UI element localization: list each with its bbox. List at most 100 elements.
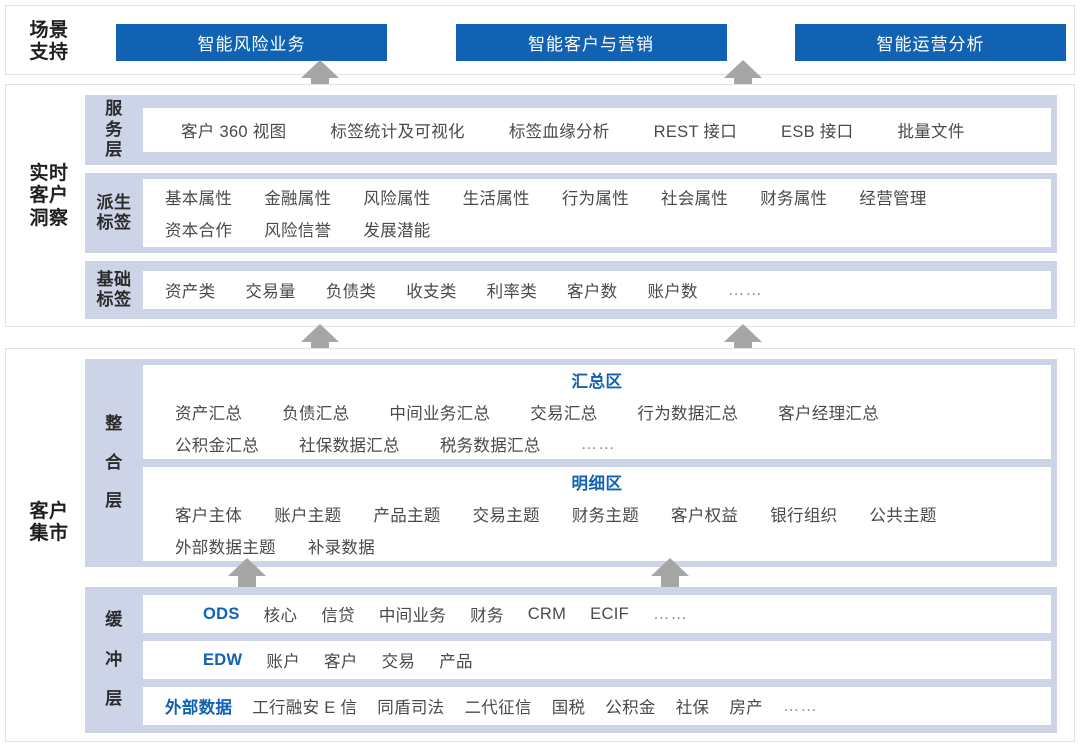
integration-layer-body: 汇总区 资产汇总 负债汇总 中间业务汇总 交易汇总 行为数据汇总 客户经理汇总 … [143, 359, 1057, 567]
derived-item-0[interactable]: 基本属性 [165, 190, 233, 208]
derived-tags-label: 派生 标签 [85, 173, 143, 253]
basic-item-4[interactable]: 利率类 [486, 283, 538, 301]
basic-tags-label-line-1: 基础 [96, 269, 132, 289]
service-item-2[interactable]: 标签血缘分析 [508, 123, 610, 141]
buffer-layer-body: ODS 核心 信贷 中间业务 财务 CRM ECIF …… EDW 账户 [143, 587, 1057, 733]
service-item-0[interactable]: 客户 360 视图 [181, 123, 287, 141]
summary-item-0[interactable]: 资产汇总 [175, 405, 243, 423]
edw-item-2[interactable]: 交易 [381, 653, 416, 671]
ods-item-0[interactable]: 核心 [263, 607, 298, 625]
customer-mart-title: 客户 集市 [18, 501, 80, 546]
buffer-layer-label-line-3: 层 [105, 689, 123, 709]
basic-item-3[interactable]: 收支类 [406, 283, 457, 301]
edw-accent-label[interactable]: EDW [203, 650, 243, 669]
basic-item-0[interactable]: 资产类 [165, 283, 216, 301]
detail-item-1[interactable]: 账户主题 [274, 507, 342, 525]
buffer-layer-label: 缓 冲 层 [85, 587, 143, 733]
derived-item-9[interactable]: 风险信誉 [264, 222, 332, 240]
derived-item-5[interactable]: 社会属性 [661, 190, 729, 208]
basic-item-5[interactable]: 客户数 [567, 283, 618, 301]
external-data-row-items: 外部数据 工行融安 E 信 同盾司法 二代征信 国税 公积金 社保 房产 …… [143, 694, 1051, 718]
service-layer-label-line-2: 务 [105, 119, 123, 139]
integration-layer-label: 整 合 层 [85, 359, 143, 567]
ods-row-items: ODS 核心 信贷 中间业务 财务 CRM ECIF …… [143, 602, 1051, 626]
summary-item-6[interactable]: 公积金汇总 [175, 437, 259, 455]
derived-item-3[interactable]: 生活属性 [462, 190, 530, 208]
derived-tags-row-1: 基本属性 金融属性 风险属性 生活属性 行为属性 社会属性 财务属性 经营管理 [143, 185, 1051, 209]
derived-item-7[interactable]: 经营管理 [859, 190, 927, 208]
ods-accent-label[interactable]: ODS [203, 604, 240, 623]
derived-tags-label-line-1: 派生 [96, 192, 132, 212]
service-layer-label-line-1: 服 [105, 99, 123, 119]
basic-tags-box: 资产类 交易量 负债类 收支类 利率类 客户数 账户数 …… [143, 271, 1051, 309]
integration-layer-label-line-2: 合 [105, 452, 123, 472]
edw-item-0[interactable]: 账户 [266, 653, 301, 671]
detail-item-2[interactable]: 产品主题 [373, 507, 441, 525]
edw-item-3[interactable]: 产品 [439, 653, 473, 671]
detail-item-8[interactable]: 外部数据主题 [175, 539, 276, 557]
scene-support-title-line-2: 支持 [29, 42, 69, 64]
service-item-4[interactable]: ESB 接口 [781, 123, 854, 141]
detail-item-6[interactable]: 银行组织 [770, 507, 838, 525]
detail-item-5[interactable]: 客户权益 [671, 507, 739, 525]
summary-zone-row-1: 资产汇总 负债汇总 中间业务汇总 交易汇总 行为数据汇总 客户经理汇总 [143, 400, 1051, 424]
external-item-5[interactable]: 社保 [675, 699, 710, 717]
basic-item-1[interactable]: 交易量 [245, 283, 296, 301]
external-item-4[interactable]: 公积金 [605, 699, 656, 717]
detail-item-3[interactable]: 交易主题 [472, 507, 540, 525]
detail-item-9[interactable]: 补录数据 [307, 539, 376, 557]
derived-item-4[interactable]: 行为属性 [561, 190, 630, 208]
derived-item-8[interactable]: 资本合作 [165, 222, 233, 240]
basic-item-2[interactable]: 负债类 [325, 283, 377, 301]
external-data-accent-label[interactable]: 外部数据 [165, 699, 233, 717]
mart-title-line-1: 客户 [29, 501, 69, 522]
scene-button-risk[interactable]: 智能风险业务 [116, 23, 387, 61]
derived-item-6[interactable]: 财务属性 [760, 190, 828, 208]
derived-tags-label-line-2: 标签 [96, 213, 132, 232]
summary-item-4[interactable]: 行为数据汇总 [637, 405, 739, 423]
ods-item-1[interactable]: 信贷 [321, 607, 355, 625]
detail-item-7[interactable]: 公共主题 [869, 507, 937, 525]
summary-zone-row-2: 公积金汇总 社保数据汇总 税务数据汇总 …… [143, 432, 1051, 456]
mart-title-line-2: 集市 [29, 523, 69, 545]
detail-item-0[interactable]: 客户主体 [175, 507, 243, 525]
service-item-3[interactable]: REST 接口 [653, 123, 738, 141]
ods-item-5[interactable]: ECIF [590, 604, 629, 623]
external-item-3[interactable]: 国税 [551, 699, 586, 717]
external-item-1[interactable]: 同盾司法 [377, 699, 445, 717]
summary-item-3[interactable]: 交易汇总 [530, 405, 598, 423]
external-item-6[interactable]: 房产 [729, 699, 763, 717]
edw-item-1[interactable]: 客户 [324, 653, 358, 671]
summary-item-5[interactable]: 客户经理汇总 [778, 405, 880, 423]
external-item-2[interactable]: 二代征信 [464, 699, 532, 717]
edw-row-items: EDW 账户 客户 交易 产品 [143, 648, 1051, 672]
derived-item-2[interactable]: 风险属性 [363, 190, 431, 208]
derived-item-1[interactable]: 金融属性 [264, 190, 332, 208]
basic-tags-label: 基础 标签 [85, 261, 143, 319]
scene-support-title: 场景 支持 [18, 20, 80, 65]
service-item-5[interactable]: 批量文件 [897, 123, 965, 141]
summary-zone-box: 汇总区 资产汇总 负债汇总 中间业务汇总 交易汇总 行为数据汇总 客户经理汇总 … [143, 365, 1051, 459]
up-arrow-icon-scene-left [299, 58, 341, 92]
summary-item-1[interactable]: 负债汇总 [282, 405, 350, 423]
derived-tags-body: 基本属性 金融属性 风险属性 生活属性 行为属性 社会属性 财务属性 经营管理 … [143, 173, 1057, 253]
realtime-customer-insight-title: 实时 客户 洞察 [18, 163, 80, 230]
service-item-1[interactable]: 标签统计及可视化 [330, 123, 465, 141]
insight-title-line-1: 实时 [29, 163, 69, 184]
detail-item-4[interactable]: 财务主题 [571, 507, 640, 525]
scene-button-customer-marketing[interactable]: 智能客户与营销 [455, 23, 727, 61]
realtime-customer-insight-panel: 实时 客户 洞察 服 务 层 客户 360 视图 标签统计及可视化 标签血缘分析… [5, 84, 1075, 327]
basic-item-6[interactable]: 账户数 [647, 283, 698, 301]
derived-item-10[interactable]: 发展潜能 [363, 222, 431, 240]
scene-button-operations-analytics[interactable]: 智能运营分析 [795, 23, 1066, 61]
ods-item-2[interactable]: 中间业务 [378, 607, 447, 625]
summary-item-8[interactable]: 税务数据汇总 [439, 437, 541, 455]
summary-item-7[interactable]: 社保数据汇总 [299, 437, 400, 455]
ods-item-ellipsis: …… [652, 604, 688, 623]
ods-item-4[interactable]: CRM [527, 604, 567, 623]
basic-tags-body: 资产类 交易量 负债类 收支类 利率类 客户数 账户数 …… [143, 261, 1057, 319]
ods-item-3[interactable]: 财务 [470, 607, 504, 625]
summary-item-2[interactable]: 中间业务汇总 [389, 405, 491, 423]
external-item-0[interactable]: 工行融安 E 信 [252, 699, 358, 717]
